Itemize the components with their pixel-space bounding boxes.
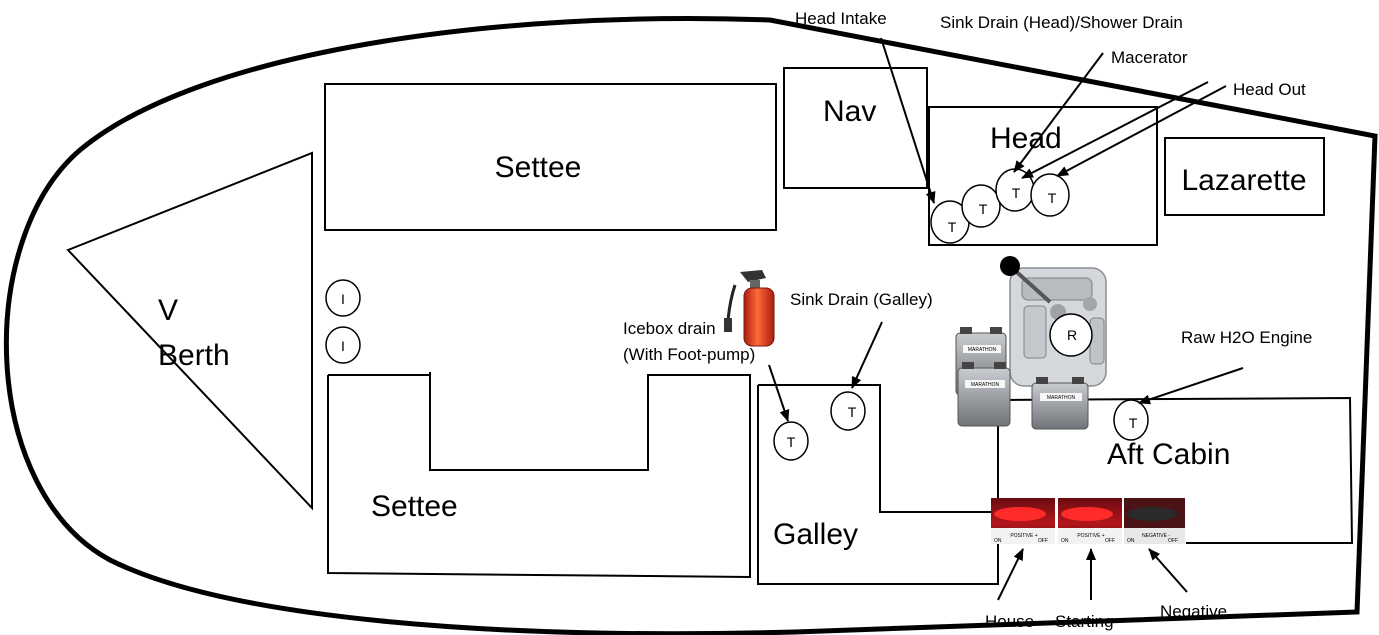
svg-text:I: I [341,338,345,354]
lazarette [1164,137,1325,216]
svg-text:ON: ON [994,538,1002,544]
svg-text:ON: ON [1061,538,1069,544]
svg-text:MARATHON: MARATHON [968,347,997,353]
arrow-head-intake [880,37,936,204]
svg-text:OFF: OFF [1168,538,1178,544]
battery-switch-icon: POSITIVE + ON OFF [1058,498,1122,544]
svg-text:NEGATIVE -: NEGATIVE - [1142,533,1170,539]
arrow-negative-switch [1148,548,1188,593]
arrow-sink-drain-galley [851,321,883,389]
svg-text:T: T [848,404,857,420]
thru-hull-marker: T [1113,399,1149,441]
thru-hull-marker: T [1030,173,1070,217]
v-berth [66,151,313,511]
head-compartment [928,106,1158,246]
thru-hull-marker: T [773,421,809,461]
svg-text:T: T [1012,185,1021,201]
callout-arrows [768,37,1244,601]
galley-label: Galley [773,518,858,551]
svg-text:R: R [1067,327,1077,343]
v-berth-label-1: V [158,294,178,327]
macerator-label: Macerator [1111,48,1188,67]
lazarette-label: Lazarette [1181,164,1306,197]
svg-text:POSITIVE +: POSITIVE + [1077,533,1104,539]
svg-text:MARATHON: MARATHON [971,382,1000,388]
svg-text:T: T [979,201,988,217]
svg-text:T: T [787,434,796,450]
svg-text:MARATHON: MARATHON [1047,395,1076,401]
aft-cabin-label: Aft Cabin [1107,438,1230,471]
svg-text:ON: ON [1127,538,1135,544]
settee-bottom [327,374,751,579]
raw-h2o-engine-label: Raw H2O Engine [1181,328,1312,347]
svg-text:T: T [1129,415,1138,431]
nav-station [783,67,928,189]
engine-marker: R [1049,313,1093,357]
svg-text:OFF: OFF [1105,538,1115,544]
intake-marker: I [325,279,361,317]
arrow-macerator [1021,81,1209,179]
svg-text:I: I [341,291,345,307]
arrow-sink-drain-head [1013,52,1104,173]
battery-icon: MARATHON [1031,377,1089,430]
intake-marker: I [325,326,361,364]
thru-hull-marker: T [830,391,866,431]
fire-extinguisher-icon [724,270,775,347]
icebox-drain-label-2: (With Foot-pump) [623,345,755,364]
head-label: Head [990,122,1062,155]
sink-drain-galley-label: Sink Drain (Galley) [790,290,933,309]
aft-cabin [997,396,1354,544]
settee-bottom-label: Settee [371,490,458,523]
arrow-raw-h2o [1138,367,1244,405]
engine-icon [1000,256,1107,387]
svg-text:T: T [1048,190,1057,206]
nav-label: Nav [823,95,876,128]
head-out-label: Head Out [1233,80,1306,99]
arrow-icebox-drain [768,364,790,422]
house-switch-label: House [985,612,1034,631]
settee-top-label: Settee [495,151,582,184]
svg-text:OFF: OFF [1038,538,1048,544]
v-berth-label-2: Berth [158,339,230,372]
svg-text:T: T [948,219,957,235]
battery-switch-icon: POSITIVE + ON OFF [991,498,1055,544]
head-intake-label: Head Intake [795,9,887,28]
settee-top [324,83,777,231]
hull-outline [3,16,1378,635]
thru-hull-marker: T [961,184,1001,228]
battery-icon: MARATHON [957,362,1011,427]
starting-switch-label: Starting [1055,612,1114,631]
negative-switch-label: Negative [1160,602,1227,621]
icebox-drain-label-1: Icebox drain [623,319,716,338]
sink-drain-head-label: Sink Drain (Head)/Shower Drain [940,13,1183,32]
battery-switch-icon: NEGATIVE - ON OFF [1124,498,1185,544]
svg-text:POSITIVE +: POSITIVE + [1010,533,1037,539]
arrow-house-switch [997,548,1024,601]
arrow-head-out [1056,85,1227,177]
